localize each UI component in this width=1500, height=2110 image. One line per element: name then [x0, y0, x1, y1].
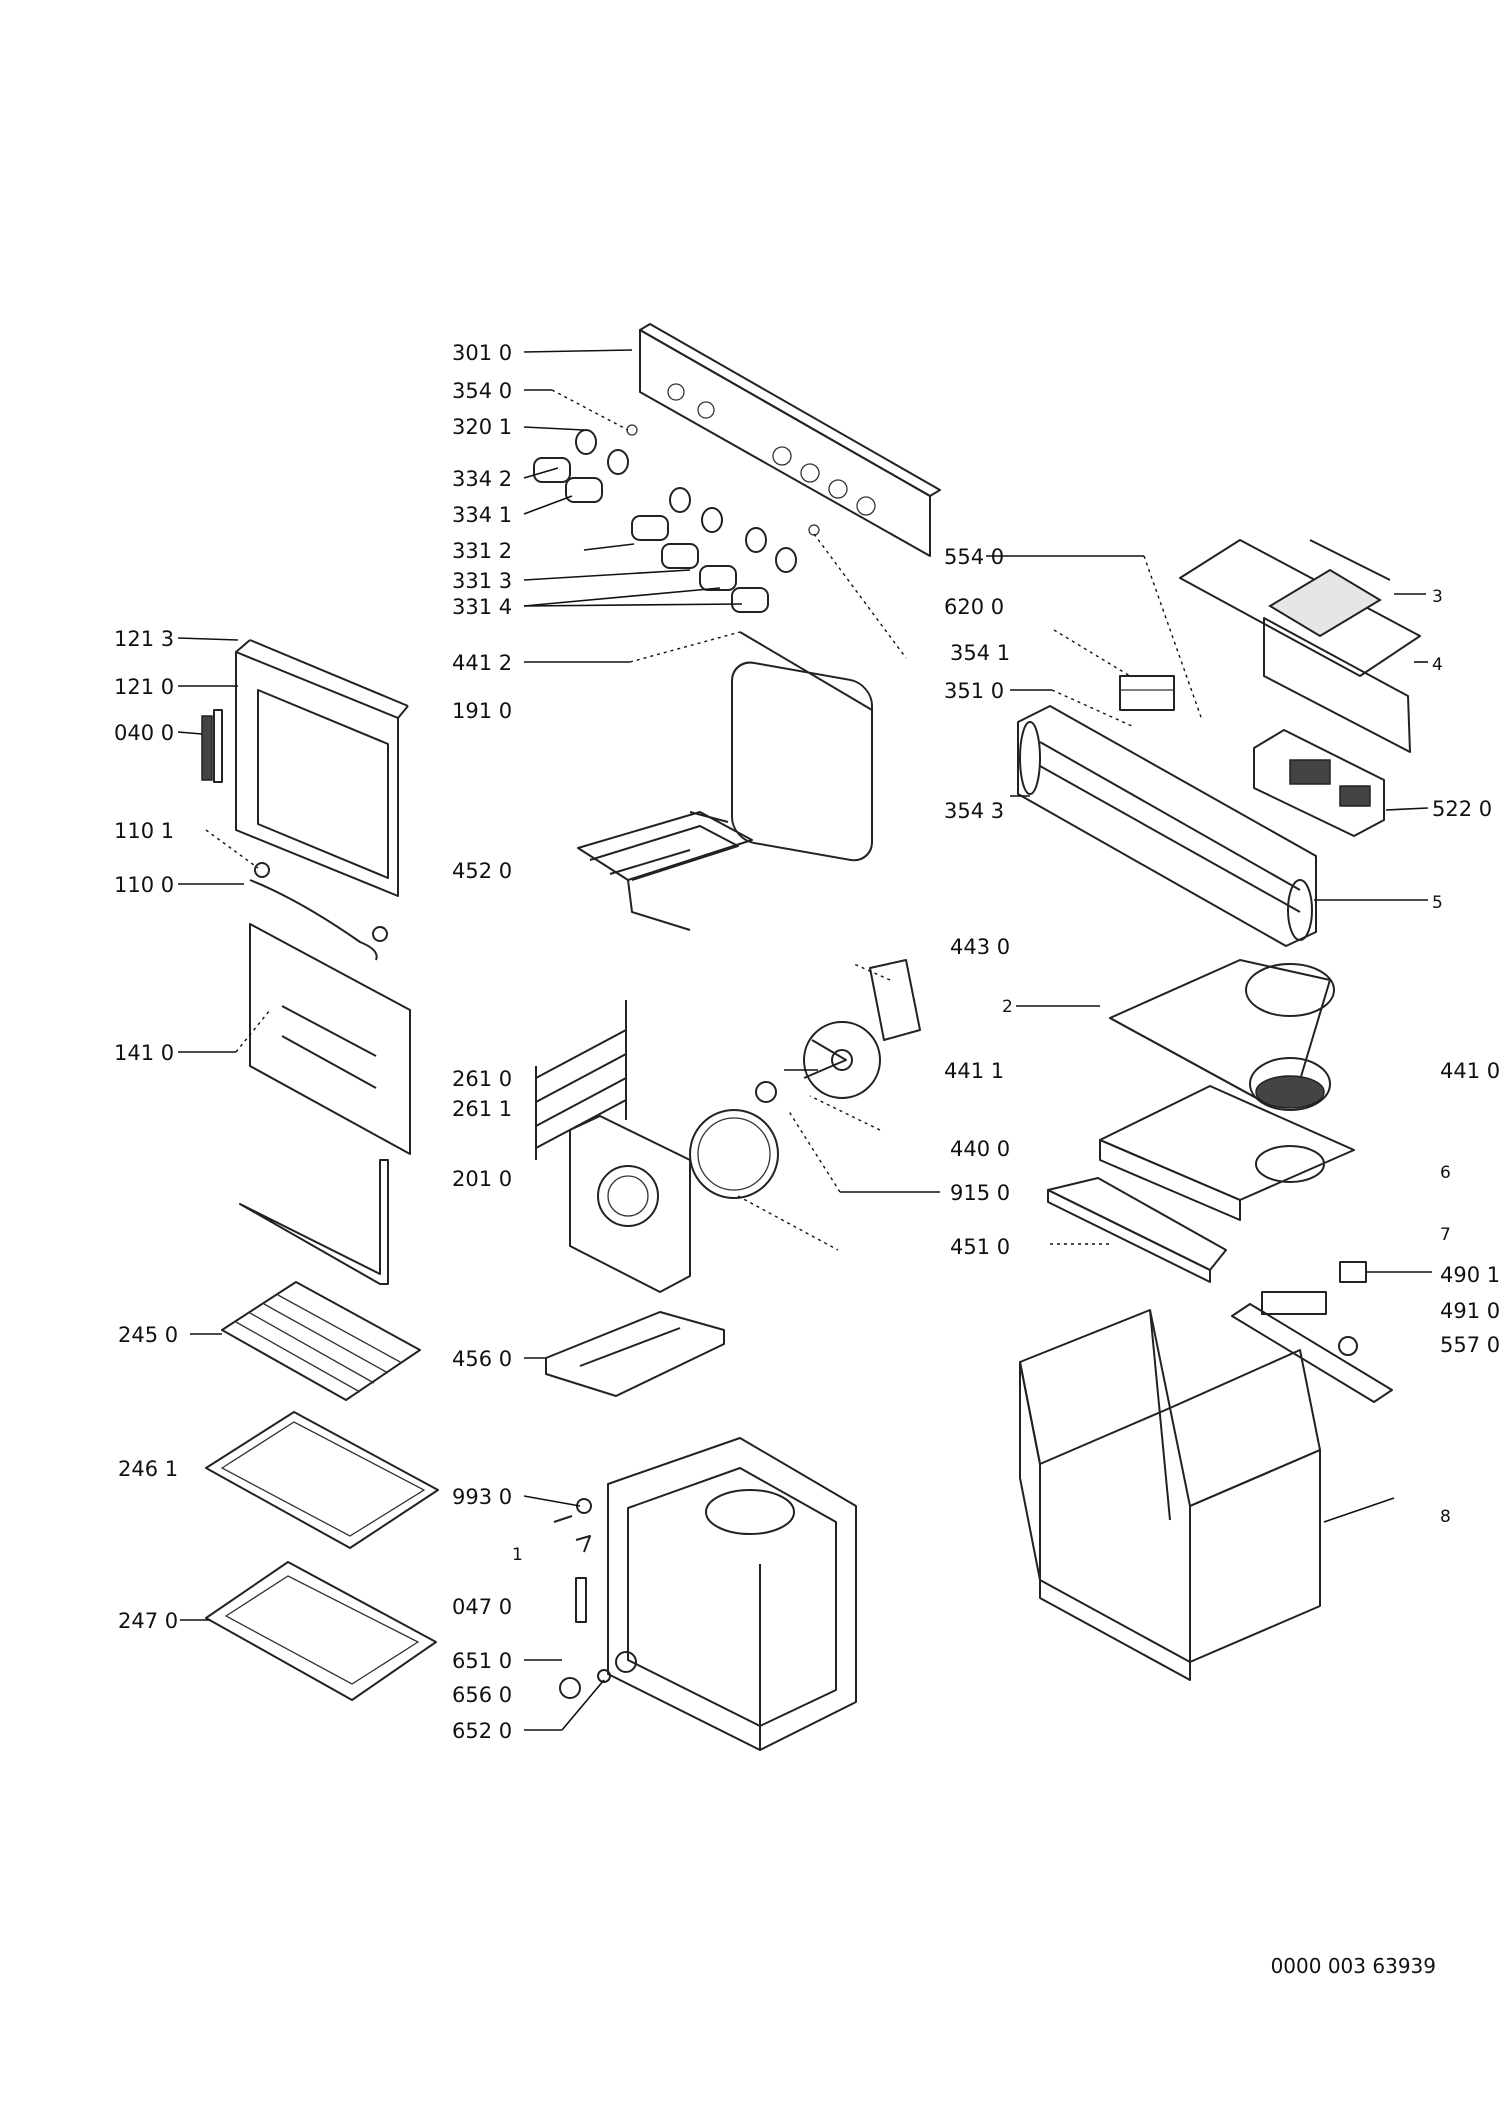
label-110-0: 110 0	[114, 873, 174, 897]
label-334-1: 334 1	[452, 503, 512, 527]
label-656-0: 656 0	[452, 1683, 512, 1707]
label-620-0: 620 0	[944, 595, 1004, 619]
label-110-1: 110 1	[114, 819, 174, 843]
label-261-1: 261 1	[452, 1097, 512, 1121]
label-451-0: 451 0	[950, 1235, 1010, 1259]
label-247-0: 247 0	[118, 1609, 178, 1633]
small-hardware	[553, 1498, 637, 1699]
label-6: 6	[1440, 1163, 1451, 1183]
label-5: 5	[1432, 893, 1443, 913]
label-245-0: 245 0	[118, 1323, 178, 1347]
oven-housing	[1019, 1309, 1321, 1681]
top-heating-element	[545, 1311, 725, 1397]
control-panel	[639, 323, 941, 557]
label-441-0: 441 0	[1440, 1059, 1500, 1083]
label-8: 8	[1440, 1507, 1451, 1527]
label-121-3: 121 3	[114, 627, 174, 651]
door-frame	[235, 639, 409, 897]
label-301-0: 301 0	[452, 341, 512, 365]
label-3: 3	[1432, 587, 1443, 607]
label-121-0: 121 0	[114, 675, 174, 699]
rear-panel	[569, 1115, 691, 1293]
label-201-0: 201 0	[452, 1167, 512, 1191]
label-191-0: 191 0	[452, 699, 512, 723]
oven-cavity	[607, 1437, 857, 1751]
label-331-3: 331 3	[452, 569, 512, 593]
cover-plate-top	[1109, 959, 1335, 1101]
drip-tray	[205, 1561, 437, 1701]
label-141-0: 141 0	[114, 1041, 174, 1065]
label-554-0: 554 0	[944, 545, 1004, 569]
label-993-0: 993 0	[452, 1485, 512, 1509]
label-440-0: 440 0	[950, 1137, 1010, 1161]
label-261-0: 261 0	[452, 1067, 512, 1091]
blower-wheel	[1249, 1057, 1331, 1111]
label-652-0: 652 0	[452, 1719, 512, 1743]
label-331-4: 331 4	[452, 595, 512, 619]
bottom-plate	[1047, 1177, 1227, 1283]
leader-lines	[177, 349, 1432, 1731]
part-labels: 301 0 354 0 320 1 334 2 334 1 331 2 331 …	[114, 341, 1500, 1743]
terminal-board	[1231, 1261, 1393, 1403]
label-320-1: 320 1	[452, 415, 512, 439]
label-354-3: 354 3	[944, 799, 1004, 823]
door-hinge	[201, 709, 223, 783]
label-331-2: 331 2	[452, 539, 512, 563]
shelf-supports	[535, 1000, 627, 1160]
door-gasket	[731, 631, 873, 862]
label-915-0: 915 0	[950, 1181, 1010, 1205]
door-glass	[239, 923, 411, 1285]
knobs-and-rings	[533, 424, 820, 613]
label-443-0: 443 0	[950, 935, 1010, 959]
label-351-0: 351 0	[944, 679, 1004, 703]
label-491-0: 491 0	[1440, 1299, 1500, 1323]
door-handle	[249, 862, 388, 961]
label-1: 1	[512, 1545, 523, 1565]
control-electronics	[1253, 729, 1385, 837]
label-557-0: 557 0	[1440, 1333, 1500, 1357]
baking-tray	[205, 1411, 439, 1549]
electronic-module	[1179, 539, 1421, 753]
label-040-0: 040 0	[114, 721, 174, 745]
label-452-0: 452 0	[452, 859, 512, 883]
grill-element	[577, 811, 753, 931]
label-522-0: 522 0	[1432, 797, 1492, 821]
label-246-1: 246 1	[118, 1457, 178, 1481]
label-651-0: 651 0	[452, 1649, 512, 1673]
label-2: 2	[1002, 997, 1013, 1017]
label-7: 7	[1440, 1225, 1451, 1245]
label-4: 4	[1432, 655, 1443, 675]
front-frame-panel	[1017, 705, 1317, 947]
cover-plate-middle	[1099, 1085, 1355, 1221]
label-456-0: 456 0	[452, 1347, 512, 1371]
label-047-0: 047 0	[452, 1595, 512, 1619]
ring-element	[689, 1109, 779, 1199]
fan-motor	[755, 959, 921, 1103]
label-441-1: 441 1	[944, 1059, 1004, 1083]
wire-rack	[221, 1281, 421, 1401]
document-id: 0000 003 63939	[1270, 1954, 1436, 1978]
label-354-1: 354 1	[950, 641, 1010, 665]
switch-block	[1119, 675, 1175, 711]
label-490-1: 490 1	[1440, 1263, 1500, 1287]
label-334-2: 334 2	[452, 467, 512, 491]
label-354-0: 354 0	[452, 379, 512, 403]
label-441-2: 441 2	[452, 651, 512, 675]
